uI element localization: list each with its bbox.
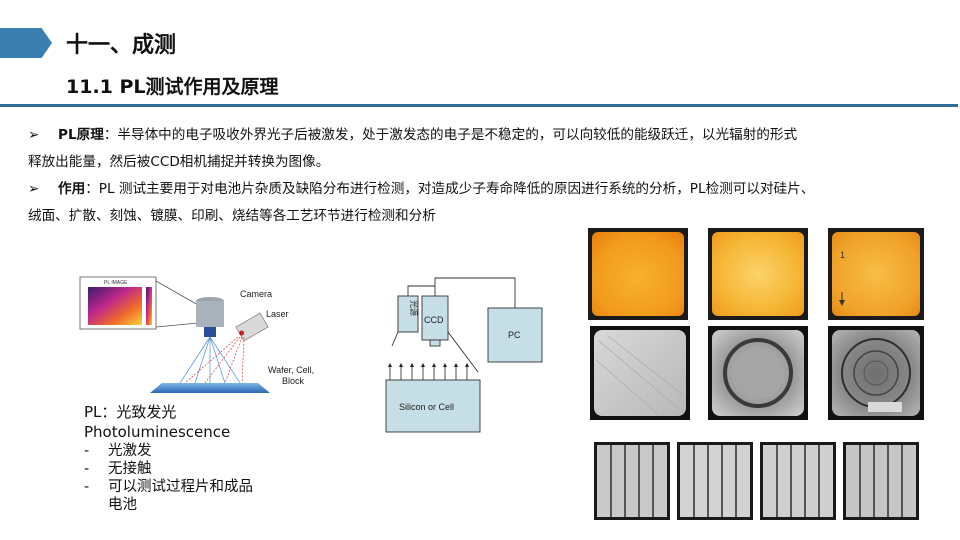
sub-title: 11.1 PL测试作用及原理 <box>66 76 279 98</box>
sample-box <box>385 379 481 433</box>
bullet-arrow-icon: ➢ <box>28 127 40 143</box>
sample-label: Silicon or Cell <box>399 402 454 412</box>
laser-beams <box>184 336 245 384</box>
laser-label: Laser <box>266 309 289 319</box>
body-text: ➢ PL原理：半导体中的电子吸收外界光子后被激发，处于激发态的电子是不稳定的，可以… <box>28 122 943 230</box>
list-item: 电池 <box>108 497 137 513</box>
pc-box <box>487 307 543 363</box>
camera-icon <box>196 301 224 327</box>
pl-setup-diagram: PL IMAGE Camera Laser Wafer, Cell, Block <box>79 276 314 393</box>
bullet-usage: ➢ 作用：PL 测试主要用于对电池片杂质及缺陷分布进行检测，对造成少子寿命降低的原… <box>28 176 943 203</box>
corner-marker: 1 <box>840 250 845 260</box>
inset-label: PL IMAGE <box>104 280 128 286</box>
header-rule <box>0 104 958 107</box>
bullet-term: 作用 <box>58 181 86 197</box>
list-item: -可以测试过程片和成品 <box>84 479 253 495</box>
ccd-label: CCD <box>424 315 444 325</box>
pl-caption: PL：光致发光 Photoluminescence <box>84 402 230 442</box>
bullet-principle: ➢ PL原理：半导体中的电子吸收外界光子后被激发，处于激发态的电子是不稳定的，可以… <box>28 122 943 149</box>
arrow-down-icon <box>839 300 845 306</box>
emission-arrows <box>389 366 468 380</box>
camera-label: Camera <box>240 289 272 299</box>
pl-caption-line1: PL：光致发光 <box>84 403 177 421</box>
wafer-label-2: Block <box>282 376 305 386</box>
section-title: 十一、成测 <box>66 33 177 58</box>
list-item: -无接触 <box>84 461 152 477</box>
header-arrow <box>0 28 52 58</box>
gray-image-row <box>590 326 924 420</box>
bullet-principle-cont: 释放出能量，然后被CCD相机捕捉并转换为图像。 <box>28 154 330 170</box>
bullet-usage-cont: 绒面、扩散、刻蚀、镀膜、印刷、烧结等各工艺环节进行检测和分析 <box>28 208 436 224</box>
light-source-label: 光源 <box>409 300 419 316</box>
pc-label: PC <box>508 330 521 340</box>
cell-image-row <box>594 442 919 520</box>
list-item: -光激发 <box>84 443 152 459</box>
emission-beams <box>179 336 241 384</box>
pl-feature-list: -光激发 -无接触 -可以测试过程片和成品 电池 <box>84 442 253 514</box>
pl-colorbar <box>146 287 152 325</box>
bullet-text: ：PL 测试主要用于对电池片杂质及缺陷分布进行检测，对造成少子寿命降低的原因进行… <box>85 181 815 197</box>
pl-schematic: 光源 CCD PC Silicon or Cell <box>385 277 543 433</box>
pl-caption-line2: Photoluminescence <box>84 423 231 441</box>
wafer-label: Wafer, Cell, <box>268 365 314 375</box>
laser-icon <box>235 312 269 342</box>
pl-image-row: 1 <box>588 228 924 320</box>
bullet-term: PL原理 <box>58 127 104 143</box>
wafer-stage <box>150 383 270 393</box>
bullet-arrow-icon: ➢ <box>28 181 40 197</box>
pl-image-grid: 1 <box>588 228 924 520</box>
pl-heatmap <box>88 287 142 325</box>
bullet-text: ：半导体中的电子吸收外界光子后被激发，处于激发态的电子是不稳定的，可以向较低的能… <box>103 127 798 143</box>
light-source-box <box>397 295 419 333</box>
